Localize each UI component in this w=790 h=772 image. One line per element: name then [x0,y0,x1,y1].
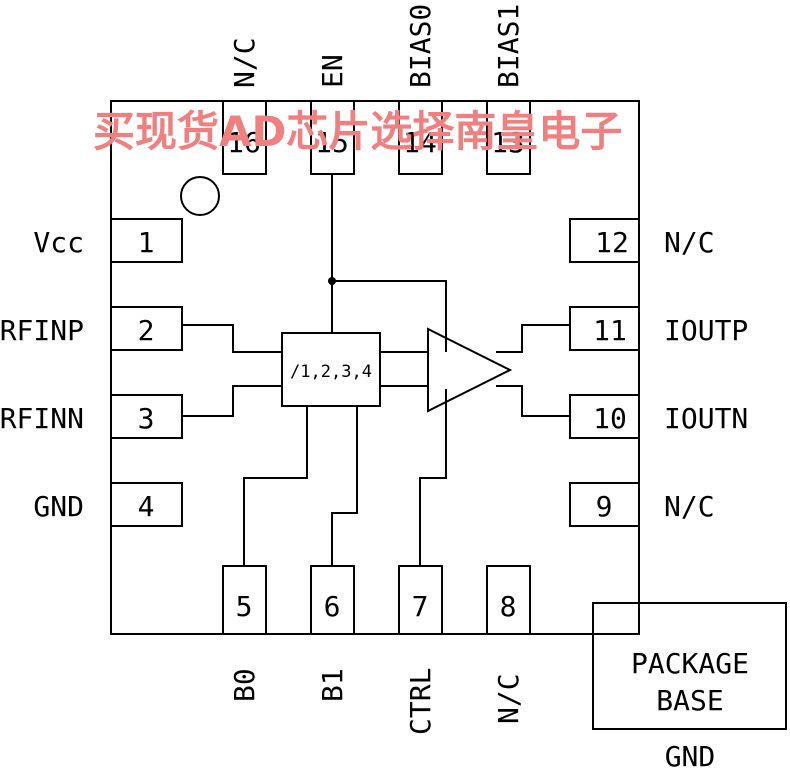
divider-block: /1,2,3,4 [281,332,381,407]
internal-wiring [182,174,570,566]
pin-15: 15 EN [310,54,355,175]
pin-12: 12 N/C [569,218,715,263]
pin-name: N/C [228,37,261,88]
pin-number: 11 [593,314,627,347]
pin-11: 11 IOUTP [569,306,748,351]
pin-name: N/C [664,490,715,523]
pin-name: GND [33,490,84,523]
pin-number: 12 [595,226,629,259]
pin-number: 2 [138,314,155,347]
pin-13: 13 BIAS1 [486,4,531,175]
pin-name: IOUTP [664,314,748,347]
pin-5: 5 B0 [222,565,267,702]
pin-number: 14 [403,126,437,159]
pin-1: 1 Vcc [33,218,183,263]
pin-name: IOUTN [664,402,748,435]
package-base: PACKAGE BASE GND [592,602,787,772]
divider-label: /1,2,3,4 [290,362,372,382]
pin-number: 3 [138,402,155,435]
pin-8: 8 N/C [486,565,531,724]
package-base-line1: PACKAGE [631,647,749,680]
pin-name: CTRL [404,668,437,735]
pin-number: 9 [596,490,613,523]
pin-number: 4 [138,490,155,523]
pin-number: 15 [315,126,349,159]
pin-name: RFINN [0,402,84,435]
junction-dot [328,277,336,285]
pin-7: 7 CTRL [398,565,443,735]
pin-10: 10 IOUTN [569,394,748,439]
pin-name: N/C [664,226,715,259]
pin-4: 4 GND [33,482,183,527]
pin-name: EN [316,54,349,88]
package-body [110,100,640,635]
pin1-indicator-circle [180,176,220,216]
package-base-pin-label: GND [665,740,716,772]
pin-14: 14 BIAS0 [398,4,443,175]
pin-name: B1 [316,668,349,702]
pin-name: BIAS1 [492,4,525,88]
pin-number: 7 [412,590,429,623]
pin-name: B0 [228,668,261,702]
watermark-text: 买现货AD芯片选择南皇电子 [93,107,622,156]
pin-number: 6 [324,590,341,623]
pin-number: 1 [138,226,155,259]
pin-number: 10 [593,402,627,435]
pin-name: RFINP [0,314,84,347]
pin-6: 6 B1 [310,565,355,702]
pin-number: 8 [500,590,517,623]
pin-name: Vcc [33,226,84,259]
pin-number: 13 [491,126,525,159]
pin-number: 5 [236,590,253,623]
amplifier-triangle [427,327,513,413]
pin-name: BIAS0 [404,4,437,88]
package-base-line2: BASE [656,684,723,717]
pin-2: 2 RFINP [0,306,183,351]
pin-16: 16 N/C [222,37,267,175]
pin-3: 3 RFINN [0,394,183,439]
pin-number: 16 [227,126,261,159]
pin-9: 9 N/C [569,482,715,527]
pin-name: N/C [492,673,525,724]
